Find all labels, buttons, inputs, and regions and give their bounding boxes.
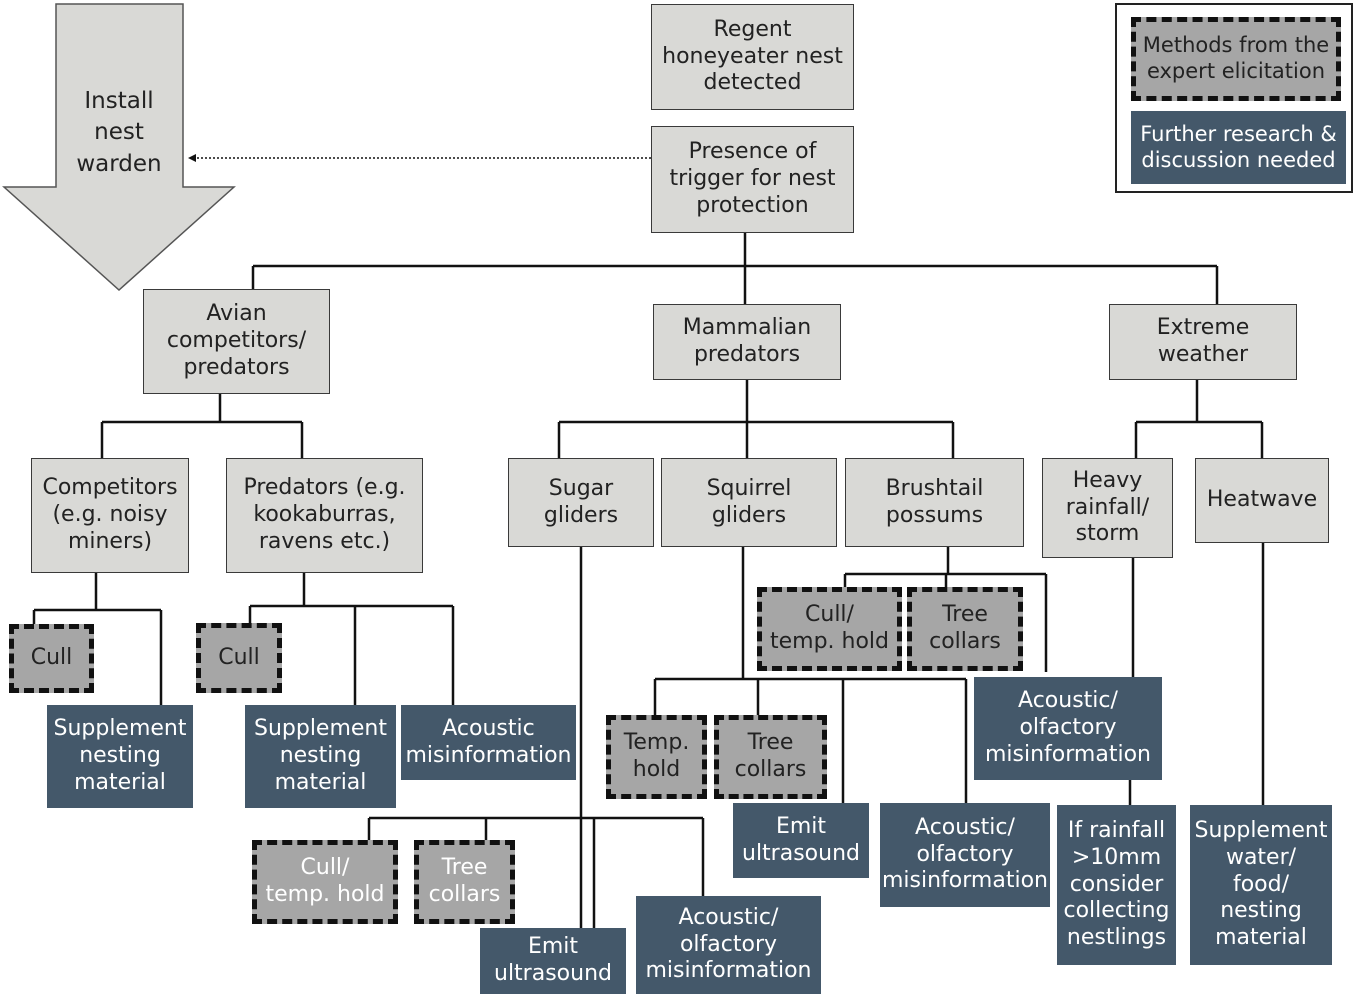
install-warden-arrow: [2, 3, 236, 292]
legend-methods: Methods from the expert elicitation: [1131, 17, 1341, 101]
competitors-supplement: Supplement nesting material: [47, 705, 193, 808]
possum-cull-hold: Cull/ temp. hold: [757, 587, 902, 671]
possum-tree-collars: Tree collars: [907, 587, 1023, 671]
squirrel-temp-hold: Temp. hold: [606, 715, 707, 799]
line-mammalian-subgroups: [557, 380, 955, 458]
sugar-emit-ultrasound: Emit ultrasound: [480, 928, 626, 994]
line-possum-actions: [843, 547, 1048, 672]
squirrel-emit-ultrasound: Emit ultrasound: [733, 803, 869, 878]
trigger-nest-protection: Presence of trigger for nest protection: [651, 126, 854, 233]
line-squirrel-actions: [653, 547, 968, 803]
predators-acoustic: Acoustic misinformation: [401, 705, 576, 780]
competitors-cull: Cull: [9, 624, 94, 693]
legend-research: Further research & discussion needed: [1131, 111, 1346, 184]
line-predators-actions: [248, 573, 455, 705]
install-nest-warden-label: Install nest warden: [76, 88, 162, 177]
category-mammalian: Mammalian predators: [653, 304, 841, 380]
heatwave-supplement: Supplement water/ food/ nesting material: [1190, 805, 1332, 965]
node-sugar-gliders: Sugar gliders: [508, 458, 654, 547]
squirrel-acoustic-olfactory: Acoustic/ olfactory misinformation: [880, 803, 1050, 907]
line-weather-subgroups: [1134, 380, 1264, 458]
sugar-acoustic-olfactory: Acoustic/ olfactory misinformation: [636, 896, 821, 994]
legend: Methods from the expert elicitation Furt…: [1115, 3, 1353, 193]
category-extreme-weather: Extreme weather: [1109, 304, 1297, 380]
root-nest-detected: Regent honeyeater nest detected: [651, 4, 854, 110]
node-heavy-rainfall: Heavy rainfall/ storm: [1042, 458, 1173, 558]
line-rainfall-action: [1128, 558, 1135, 805]
node-heatwave: Heatwave: [1195, 458, 1329, 543]
category-avian: Avian competitors/ predators: [143, 289, 330, 394]
squirrel-tree-collars: Tree collars: [714, 715, 827, 799]
line-avian-subgroups: [100, 394, 304, 458]
line-trigger-categories: [251, 233, 1219, 304]
sugar-cull-hold: Cull/ temp. hold: [252, 840, 398, 924]
possum-acoustic-olfactory: Acoustic/ olfactory misinformation: [974, 677, 1162, 780]
node-squirrel-gliders: Squirrel gliders: [661, 458, 837, 547]
predators-cull: Cull: [196, 623, 282, 693]
warden-pointer-head: [188, 154, 196, 162]
predators-supplement: Supplement nesting material: [245, 705, 396, 808]
node-brushtail-possums: Brushtail possums: [845, 458, 1024, 547]
line-sugar-actions: [367, 547, 705, 928]
line-competitors-actions: [32, 573, 163, 705]
node-predators: Predators (e.g. kookaburras, ravens etc.…: [226, 458, 423, 573]
node-competitors: Competitors (e.g. noisy miners): [31, 458, 189, 573]
rainfall-collect-nestlings: If rainfall >10mm consider collecting ne…: [1057, 805, 1176, 965]
sugar-tree-collars: Tree collars: [414, 840, 515, 924]
